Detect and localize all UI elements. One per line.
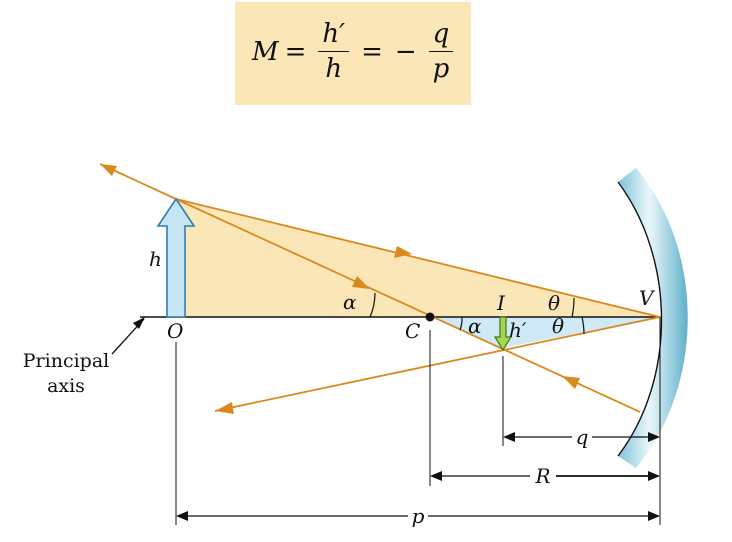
minus-sign: − [394, 36, 417, 67]
eq-sign-1: = [284, 36, 307, 67]
ray-arrowhead-lower-left [215, 402, 234, 414]
label-axis: axis [47, 375, 85, 397]
center-of-curvature-dot [425, 312, 435, 322]
mirror-surface [617, 181, 663, 457]
label-h-prime: h′ [509, 318, 527, 342]
frac2-numerator: q [428, 19, 454, 52]
object-arrow [156, 197, 196, 318]
dim-q-arrow-right [648, 432, 660, 442]
frac2-denominator: p [432, 54, 450, 84]
dim-R-arrow-right [648, 471, 660, 481]
frac1-denominator: h [325, 54, 343, 84]
dim-p-arrow-right [648, 511, 660, 521]
fraction-image-over-object: h′ h [318, 19, 350, 84]
ray-arrowhead-to-vertex [394, 246, 412, 258]
dim-R-arrow-left [430, 471, 442, 481]
label-theta-lower: θ [552, 314, 564, 338]
label-principal: Principal [23, 350, 109, 372]
principal-axis-pointer-head [133, 317, 145, 329]
concave-mirror [618, 168, 688, 468]
magnification-equation: M = h′ h = − q p [252, 0, 459, 103]
label-p: p [412, 504, 425, 528]
label-theta-upper: θ [548, 291, 560, 315]
label-R: R [534, 464, 550, 488]
eq-sign-2: = [361, 36, 383, 67]
dim-q-arrow-left [503, 432, 515, 442]
label-q: q [576, 425, 589, 449]
label-V: V [639, 286, 656, 310]
label-alpha-left: α [343, 290, 357, 314]
theta-lower-arc [581, 316, 585, 335]
eq-lhs: M [252, 36, 279, 67]
label-O: O [167, 319, 183, 343]
dim-p-arrow-left [176, 511, 188, 521]
ray-arrowhead-upper-left [100, 164, 117, 176]
label-I: I [496, 291, 506, 315]
ray-arrowhead-to-center [352, 276, 370, 289]
label-C: C [405, 319, 420, 343]
ray-object-to-vertex [175, 198, 661, 318]
equation-box [235, 2, 471, 105]
label-alpha-right: α [468, 314, 482, 338]
image-arrow [493, 316, 513, 352]
label-h: h [149, 247, 162, 271]
alpha-left-arc [369, 292, 376, 318]
frac1-numerator: h′ [318, 19, 350, 52]
theta-upper-arc [571, 297, 575, 318]
alpha-right-arc [459, 316, 463, 331]
ray-reflected-from-vertex [214, 316, 661, 412]
ray-arrowhead-return [562, 376, 580, 389]
fraction-q-over-p: q p [428, 19, 454, 84]
